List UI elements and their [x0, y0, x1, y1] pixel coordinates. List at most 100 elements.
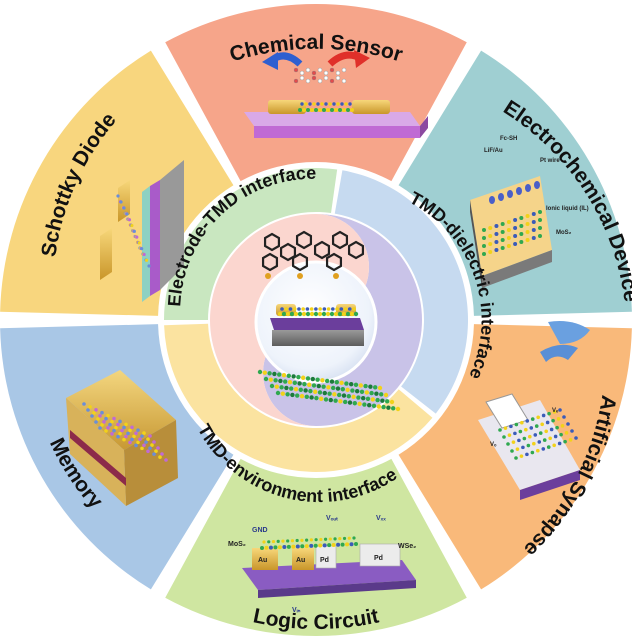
electrochemical-device-illustration: LiF/Au Fc-SH Pt wire Ionic liquid (IL) M… [470, 136, 589, 288]
atom [317, 390, 323, 395]
atom [318, 543, 323, 548]
atom [552, 410, 557, 414]
atom [130, 425, 134, 430]
outer-segment-electrochemical-device [398, 50, 632, 316]
atom [345, 542, 350, 547]
atom [488, 226, 493, 230]
atom [545, 420, 550, 425]
atom [349, 311, 355, 317]
atom [379, 392, 384, 397]
atom [342, 108, 346, 112]
atom [349, 381, 354, 387]
atom [305, 376, 311, 381]
atom [364, 390, 369, 395]
gas-molecule [329, 78, 335, 84]
atom [331, 307, 335, 311]
atom [482, 252, 486, 256]
ion [525, 184, 531, 192]
atom [138, 437, 142, 442]
atom [92, 411, 96, 415]
atom [120, 428, 124, 433]
atom [525, 214, 530, 218]
atom [287, 380, 293, 385]
atom [130, 437, 134, 442]
atom [526, 443, 531, 448]
atom [532, 441, 536, 446]
atom [304, 544, 309, 549]
atom [127, 218, 132, 222]
label-mos2-logic: MoS₂ [228, 541, 246, 548]
atom [112, 416, 116, 421]
atom [341, 311, 347, 317]
atom [264, 545, 269, 550]
atom [309, 395, 314, 400]
atom [122, 425, 126, 430]
atom [529, 426, 534, 430]
atom [345, 311, 351, 317]
atom [349, 542, 354, 547]
atom [320, 102, 324, 106]
atom [500, 230, 505, 234]
atom [494, 248, 499, 252]
atom [316, 102, 320, 106]
atom [293, 311, 299, 317]
atom [375, 397, 380, 403]
atom [304, 102, 308, 106]
atom [494, 224, 499, 228]
atom [310, 376, 315, 382]
label-mos2: MoS₂ [556, 230, 572, 236]
atom [262, 370, 267, 375]
atom [546, 445, 551, 449]
atom [281, 539, 285, 543]
atom [376, 404, 381, 409]
atom [519, 232, 524, 236]
atom [322, 108, 326, 112]
atom [560, 424, 565, 428]
atom [289, 311, 295, 317]
atom [273, 545, 278, 550]
atom [517, 438, 521, 443]
atom [488, 242, 493, 246]
atom [342, 536, 347, 541]
atom [528, 434, 532, 439]
atom [82, 402, 86, 406]
outer-segment-schottky-diode [0, 50, 234, 316]
atom [289, 386, 294, 391]
atom [275, 390, 281, 396]
organic-molecules-illustration [261, 230, 365, 279]
atom [557, 441, 562, 446]
atom [531, 236, 536, 240]
atom [558, 408, 562, 412]
atom [369, 390, 374, 396]
atom [314, 538, 318, 542]
atom [98, 414, 102, 418]
atom [352, 401, 357, 406]
inner-segment-tmd-environment [164, 323, 433, 472]
atom [348, 102, 352, 106]
atom [538, 234, 542, 238]
atom [351, 394, 356, 400]
atom [310, 108, 314, 112]
atom [525, 230, 530, 234]
label-ionic-liquid: Ionic liquid (IL) [546, 206, 589, 212]
atom [338, 108, 342, 112]
inner-segment-tmd-dielectric [334, 170, 469, 414]
atom [142, 431, 146, 435]
ion [489, 196, 495, 204]
benzene-ring [279, 242, 297, 262]
atom [356, 395, 361, 400]
atom [284, 307, 289, 311]
atom [125, 212, 129, 216]
label-vin: Vᵢₙ [292, 607, 301, 614]
atom [130, 223, 134, 228]
atom [322, 390, 327, 396]
atom [300, 538, 304, 542]
atom [286, 373, 291, 379]
atom [296, 374, 301, 380]
label-vd: Vₑ [552, 408, 559, 414]
atom [344, 102, 348, 106]
atom [352, 536, 356, 540]
gas-molecule [323, 75, 329, 81]
atom [116, 434, 120, 439]
atom [274, 384, 279, 389]
